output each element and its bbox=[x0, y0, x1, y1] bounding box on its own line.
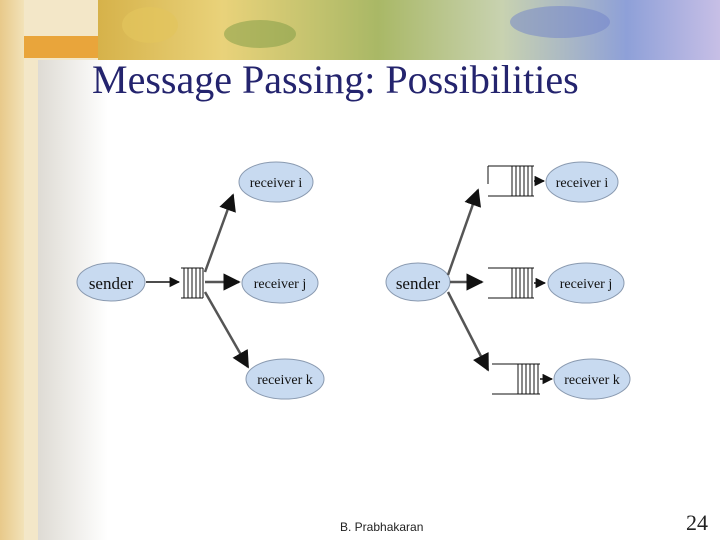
panel-left-shade bbox=[38, 60, 108, 540]
route-arrow-right-k bbox=[446, 291, 490, 372]
left-strip bbox=[0, 0, 24, 540]
floral-banner bbox=[98, 0, 720, 60]
message-queue-right-i bbox=[487, 165, 534, 197]
slide-title: Message Passing: Possibilities bbox=[92, 57, 579, 102]
receiver-k-node-right bbox=[553, 358, 631, 400]
page-number: 24 bbox=[686, 510, 708, 535]
content-panel bbox=[38, 60, 720, 540]
sender-label-left: sender bbox=[89, 274, 134, 293]
receiver-j-label-right: receiver j bbox=[560, 277, 612, 292]
receiver-i-node-right bbox=[545, 161, 619, 203]
receiver-i-node-left bbox=[238, 161, 314, 203]
banner-flower-decoration bbox=[510, 6, 610, 38]
sender-label-right: sender bbox=[396, 274, 441, 293]
banner-leaf-decoration bbox=[224, 20, 296, 48]
receiver-k-label-left: receiver k bbox=[257, 373, 313, 388]
receiver-i-label-right: receiver i bbox=[556, 176, 609, 191]
receiver-k-label-right: receiver k bbox=[564, 373, 620, 388]
receiver-j-label-left: receiver j bbox=[254, 277, 306, 292]
sender-node-left bbox=[76, 262, 146, 302]
message-queue-left bbox=[181, 267, 204, 299]
receiver-i-label-left: receiver i bbox=[250, 176, 303, 191]
footer-author: B. Prabhakaran bbox=[340, 520, 424, 534]
diagram-left: sender receiver i receiver j receiver k bbox=[76, 161, 325, 400]
route-arrow-right-i bbox=[446, 188, 482, 276]
receiver-k-node-left bbox=[245, 358, 325, 400]
receiver-j-node-left bbox=[241, 262, 319, 304]
banner-leaf-decoration bbox=[122, 7, 178, 43]
message-queue-right-k bbox=[492, 363, 540, 395]
orange-accent-bar bbox=[24, 36, 99, 58]
message-queue-right-j bbox=[488, 267, 534, 299]
diagram-right: sender bbox=[385, 161, 631, 400]
route-arrow-left-i bbox=[203, 193, 236, 273]
receiver-j-node-right bbox=[547, 262, 625, 304]
route-arrow-left-k bbox=[203, 291, 250, 369]
